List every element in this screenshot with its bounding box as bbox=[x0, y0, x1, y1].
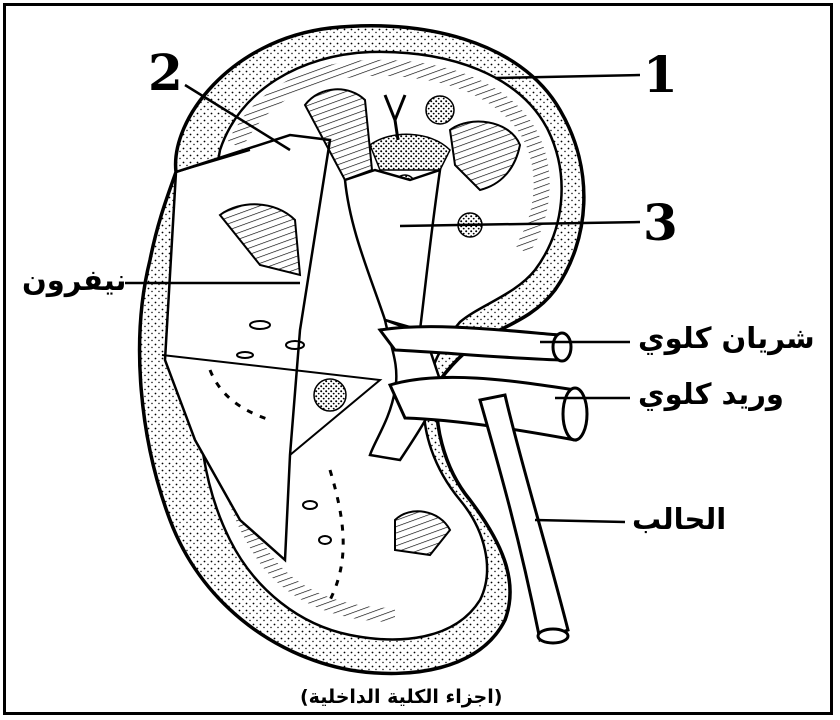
label-nephron: نيفرون bbox=[22, 266, 126, 295]
figure-caption: (اجزاء الكلية الداخلية) bbox=[300, 688, 502, 707]
label-1: 1 bbox=[643, 50, 678, 100]
label-renal-artery: شريان كلوي bbox=[638, 324, 815, 353]
label-3: 3 bbox=[643, 198, 678, 248]
label-ureter: الحالب bbox=[632, 505, 726, 534]
label-2: 2 bbox=[148, 48, 183, 98]
label-renal-vein: وريد كلوي bbox=[638, 380, 784, 409]
